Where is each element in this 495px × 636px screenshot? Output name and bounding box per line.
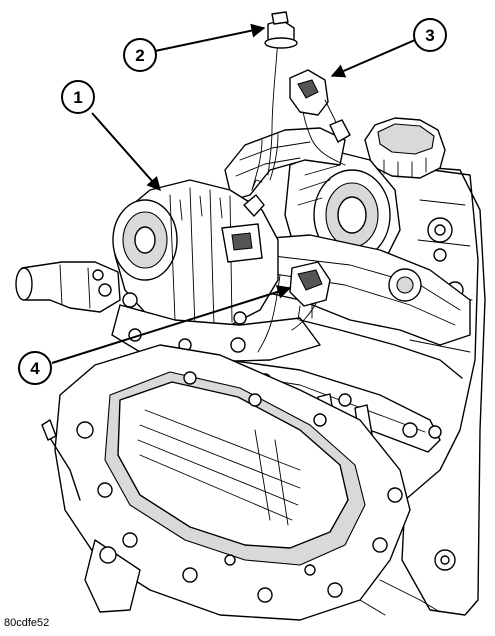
leader-lines	[51, 23, 416, 364]
engine-assembly	[15, 11, 486, 621]
connector-cap	[264, 11, 298, 49]
callout-2-label: 2	[135, 46, 144, 65]
leader-line-1	[91, 112, 161, 192]
figure-code: 80cdfe52	[4, 617, 49, 629]
dipstick-tube	[41, 419, 81, 501]
callout-1-label: 1	[73, 88, 82, 107]
leader-line-3	[330, 39, 416, 78]
callout-1: 1	[61, 80, 95, 114]
alternator	[112, 179, 279, 331]
leader-line-4	[51, 285, 292, 364]
oil-filler-cap	[364, 117, 446, 179]
harness-connector	[289, 69, 351, 143]
water-outlet	[15, 261, 121, 313]
throttle-body	[284, 149, 401, 276]
callout-2: 2	[123, 38, 157, 72]
engine-block-right	[394, 164, 486, 616]
leader-line-2	[154, 23, 266, 52]
callout-3-label: 3	[425, 26, 434, 45]
intake-manifold	[244, 234, 471, 346]
callout-4: 4	[18, 351, 52, 385]
callout-4-label: 4	[30, 359, 40, 378]
engine-block-lower	[84, 539, 441, 616]
valve-cover	[54, 344, 411, 621]
callout-3: 3	[413, 18, 447, 52]
electrical-connector	[289, 261, 331, 321]
